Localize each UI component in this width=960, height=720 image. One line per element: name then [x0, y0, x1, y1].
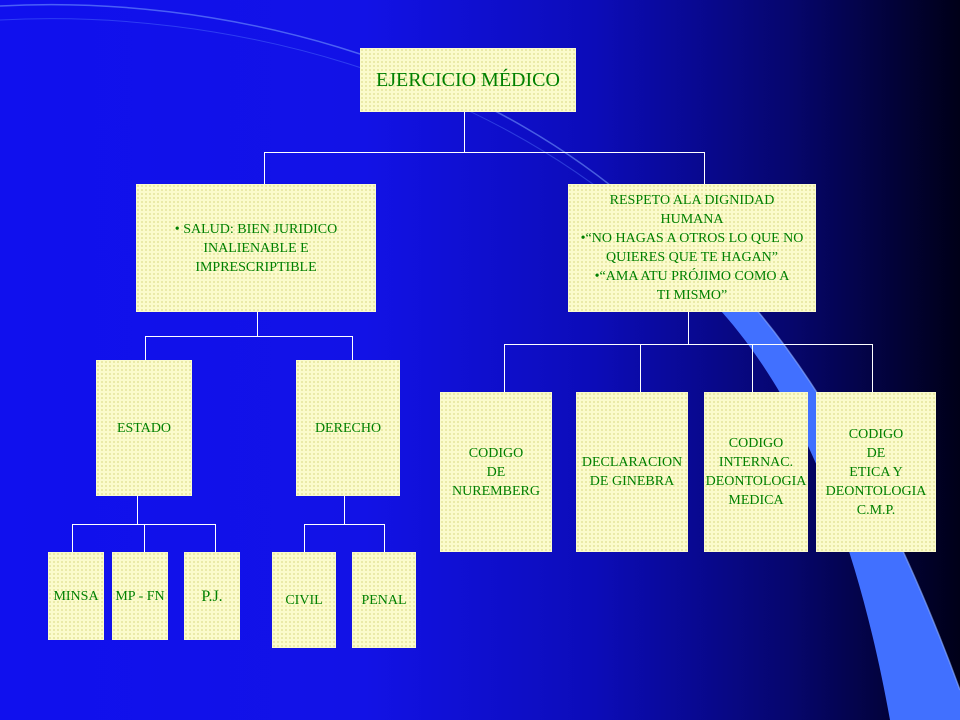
node-codigo-cmp-label: CODIGO DE ETICA Y DEONTOLOGIA C.M.P.: [825, 426, 927, 518]
connector: [752, 344, 753, 392]
connector: [872, 344, 873, 392]
node-pj: P.J.: [184, 552, 240, 640]
connector: [264, 152, 705, 153]
node-estado: ESTADO: [96, 360, 192, 496]
node-nuremberg-label: CODIGO DE NUREMBERG: [452, 445, 540, 499]
node-nuremberg: CODIGO DE NUREMBERG: [440, 392, 552, 552]
root-node: EJERCICIO MÉDICO: [360, 48, 576, 112]
connector: [304, 524, 385, 525]
node-respeto: RESPETO ALA DIGNIDAD HUMANA •“NO HAGAS A…: [568, 184, 816, 312]
node-derecho-label: DERECHO: [314, 420, 382, 436]
node-codigo-cmp: CODIGO DE ETICA Y DEONTOLOGIA C.M.P.: [816, 392, 936, 552]
connector: [215, 524, 216, 552]
connector: [144, 524, 145, 552]
connector: [504, 344, 873, 345]
node-ginebra: DECLARACION DE GINEBRA: [576, 392, 688, 552]
node-civil: CIVIL: [272, 552, 336, 648]
connector: [145, 336, 146, 360]
node-salud: • SALUD: BIEN JURIDICO INALIENABLE E IMP…: [136, 184, 376, 312]
node-penal-label: PENAL: [361, 592, 407, 608]
node-mp-fn: MP - FN: [112, 552, 168, 640]
connector: [264, 152, 265, 184]
node-codigo-internac-label: CODIGO INTERNAC. DEONTOLOGIA MEDICA: [705, 436, 807, 508]
node-codigo-internac: CODIGO INTERNAC. DEONTOLOGIA MEDICA: [704, 392, 808, 552]
node-ginebra-label: DECLARACION DE GINEBRA: [581, 455, 683, 489]
node-minsa: MINSA: [48, 552, 104, 640]
connector: [640, 344, 641, 392]
node-derecho: DERECHO: [296, 360, 400, 496]
root-node-label: EJERCICIO MÉDICO: [376, 69, 560, 91]
node-civil-label: CIVIL: [285, 592, 323, 608]
connector: [384, 524, 385, 552]
node-pj-label: P.J.: [201, 587, 223, 605]
connector: [145, 336, 353, 337]
connector: [257, 312, 258, 336]
node-salud-label: • SALUD: BIEN JURIDICO INALIENABLE E IMP…: [174, 221, 338, 275]
connector: [704, 152, 705, 184]
node-minsa-label: MINSA: [53, 588, 99, 604]
connector: [352, 336, 353, 360]
node-mp-fn-label: MP - FN: [115, 588, 165, 604]
connector: [304, 524, 305, 552]
connector: [464, 112, 465, 152]
node-estado-label: ESTADO: [116, 420, 172, 436]
connector: [344, 496, 345, 524]
connector: [72, 524, 73, 552]
node-penal: PENAL: [352, 552, 416, 648]
connector: [137, 496, 138, 524]
node-respeto-label: RESPETO ALA DIGNIDAD HUMANA •“NO HAGAS A…: [580, 193, 804, 303]
connector: [688, 312, 689, 344]
connector: [504, 344, 505, 392]
